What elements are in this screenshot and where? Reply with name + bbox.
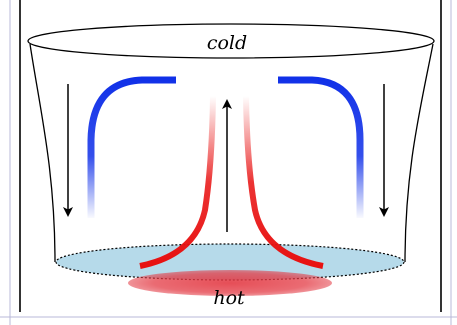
- cold-flow-right: [278, 76, 364, 218]
- hot-label: hot: [213, 287, 245, 309]
- pot-rim: [27, 23, 435, 59]
- cold-flow-left: [87, 76, 176, 218]
- pot-wall-right: [404, 43, 434, 263]
- pot-wall-left: [29, 43, 56, 263]
- heater: [128, 270, 332, 296]
- hot-flow-right: [243, 95, 324, 269]
- cold-label: cold: [207, 32, 247, 54]
- hot-flow-left: [139, 95, 216, 269]
